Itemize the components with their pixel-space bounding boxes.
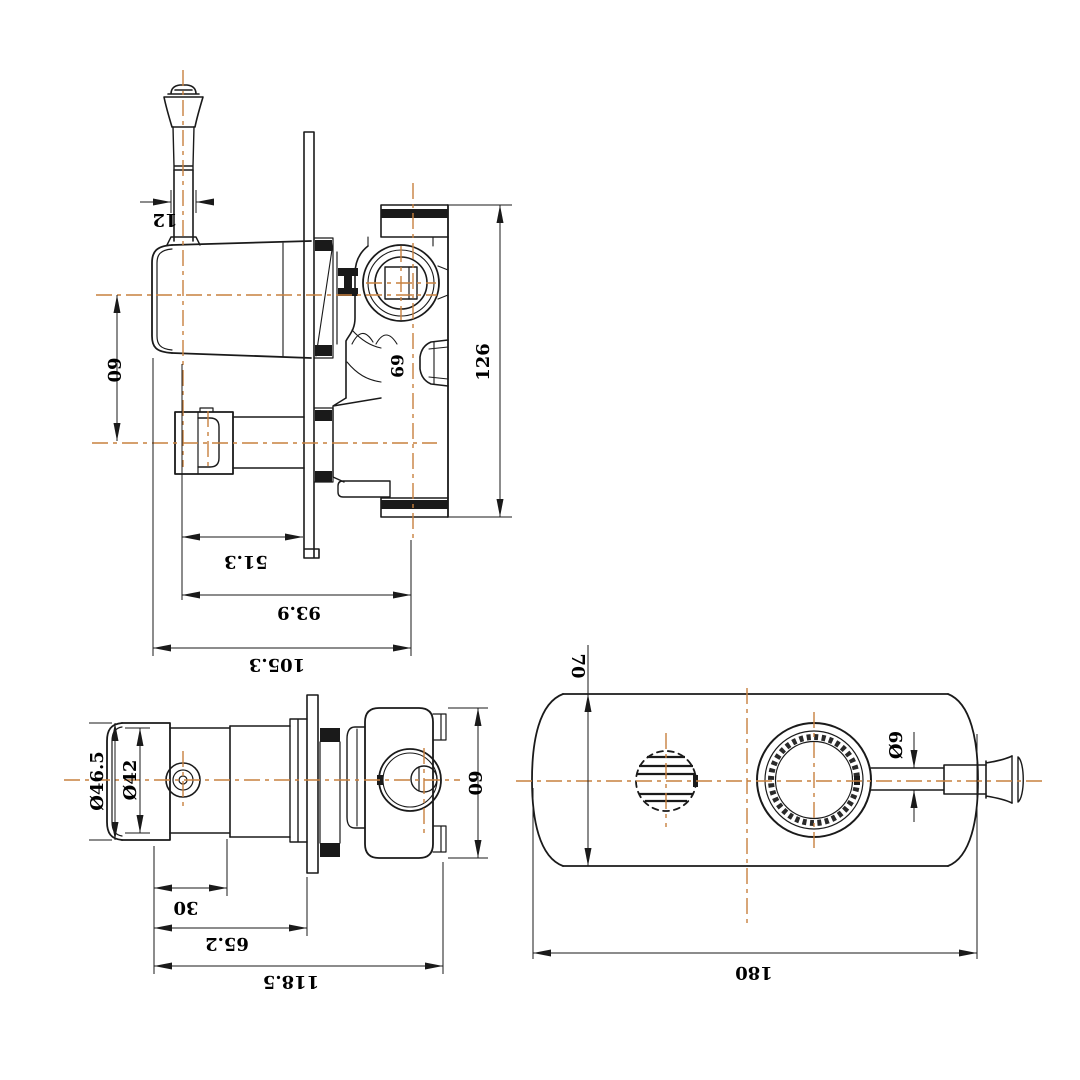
- dim-trim-cap-diameter: Ø46.5: [87, 751, 108, 811]
- dim-handle-to-port: 93.9: [277, 602, 321, 623]
- front-view-drawing: 70 180 Ø9: [516, 645, 1044, 983]
- dim-handle-to-wall: 51.3: [224, 551, 268, 572]
- dim-lever-rod-diameter: Ø9: [886, 731, 907, 759]
- dim-overall-depth-bottom: 118.5: [263, 971, 319, 992]
- dim-trim-projection: 65.2: [205, 933, 249, 954]
- dim-stem-width: 12: [152, 209, 177, 230]
- side-view-drawing: 12 60 51.3 93.9 105.3 126 69: [92, 70, 512, 675]
- dim-body-height: 126: [473, 343, 494, 381]
- bottom-view-drawing: Ø46.5 Ø42 30 65.2 118.5 60: [64, 694, 488, 992]
- dim-cap-length: 30: [173, 897, 198, 918]
- dim-barrel-diameter: Ø42: [120, 760, 141, 801]
- dim-plate-width: 180: [735, 962, 773, 983]
- dim-overall-depth-side: 105.3: [249, 654, 305, 675]
- dim-plate-height: 70: [567, 653, 588, 678]
- body-cast-number: 69: [386, 354, 406, 378]
- dim-body-width: 60: [464, 770, 485, 795]
- dim-outlet-offset: 60: [103, 357, 124, 382]
